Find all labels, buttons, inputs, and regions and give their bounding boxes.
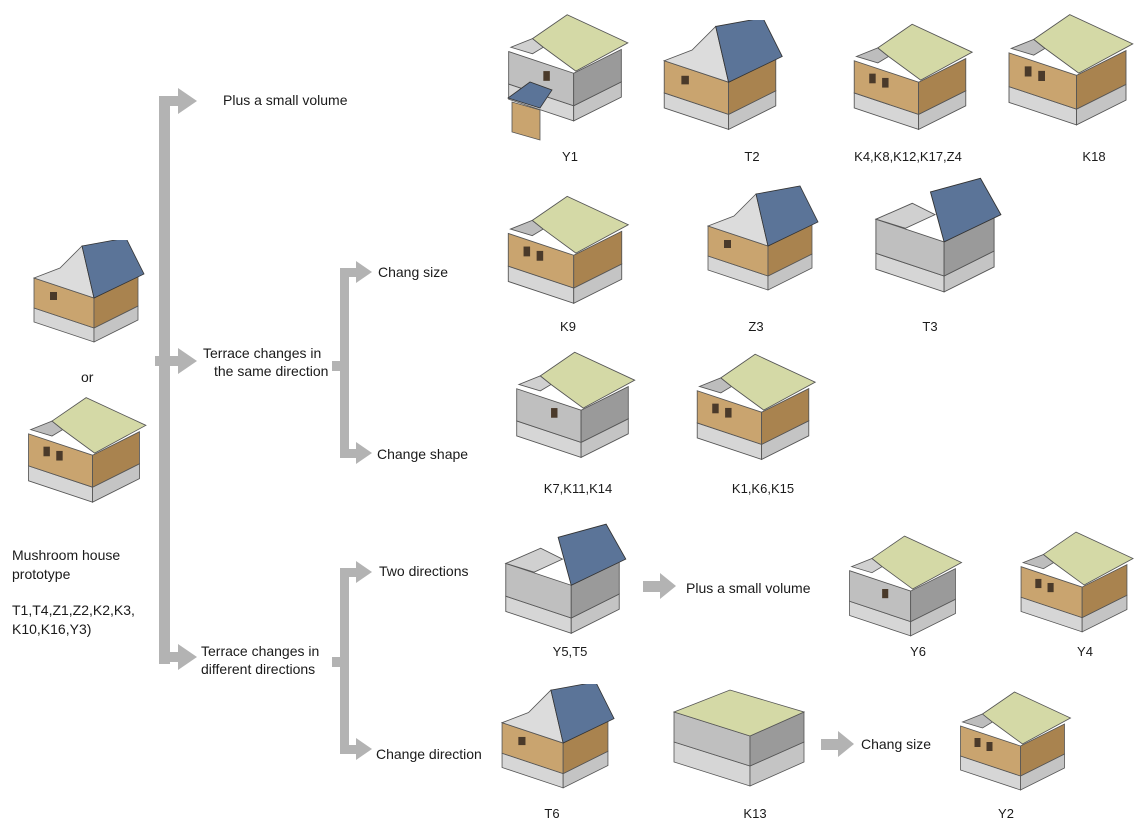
arrow-two-dir-shaft — [340, 568, 357, 577]
code-t2: T2 — [744, 149, 760, 164]
house-y2 — [959, 691, 1072, 791]
arrow-k13-chang-size-head — [838, 731, 854, 757]
arrow-diff-dir-head — [178, 644, 197, 670]
prototype-or-text: or — [81, 369, 94, 385]
code-y4: Y4 — [1077, 644, 1093, 659]
code-z3: Z3 — [748, 319, 764, 334]
prototype-codes-line2: K10,K16,Y3) — [12, 621, 92, 637]
house-t6 — [501, 684, 615, 789]
house-y6 — [848, 535, 963, 637]
arrow-y5-small-volume-shaft — [643, 581, 661, 592]
arrow-change-shape-shaft — [340, 449, 357, 458]
house-y1 — [508, 14, 629, 122]
branch-small-volume: Plus a small volume — [223, 92, 348, 108]
diff-dir-connector — [332, 657, 342, 667]
house-k1-group — [696, 353, 816, 460]
branch-same-dir-line2: the same direction — [214, 363, 329, 379]
code-y5t5: Y5,T5 — [552, 644, 588, 659]
arrow-chang-size-shaft — [340, 268, 357, 277]
code-y2: Y2 — [998, 806, 1014, 821]
branch-two-dir-small-volume: Plus a small volume — [686, 580, 811, 596]
arrow-change-shape-head — [356, 442, 372, 464]
house-y4 — [1020, 531, 1134, 633]
house-prototype-blue — [33, 240, 145, 343]
branch-two-directions: Two directions — [379, 563, 469, 579]
house-k4-group — [853, 23, 973, 130]
prototype-caption-line1: Mushroom house — [12, 547, 121, 563]
code-t3: T3 — [922, 319, 938, 334]
branch-diff-dir-line2: different directions — [201, 661, 316, 677]
arrow-diff-dir-shaft — [159, 652, 179, 662]
code-y6: Y6 — [910, 644, 926, 659]
house-illustrations — [27, 14, 1134, 791]
house-t2 — [663, 20, 783, 131]
code-k18: K18 — [1082, 149, 1106, 164]
arrow-same-dir-head — [178, 348, 197, 374]
code-k13: K13 — [743, 806, 767, 821]
arrow-change-direction-shaft — [340, 745, 357, 754]
house-k13 — [673, 689, 805, 787]
branch-same-dir-line1: Terrace changes in — [203, 345, 322, 361]
branch-diff-dir-line1: Terrace changes in — [201, 643, 320, 659]
house-y5t5 — [505, 523, 627, 634]
branch-chang-size: Chang size — [378, 264, 449, 280]
house-k9 — [507, 195, 629, 304]
prototype-caption-line2: prototype — [12, 566, 71, 582]
house-k18 — [1008, 14, 1134, 126]
code-k9: K9 — [560, 319, 576, 334]
diff-dir-trunk — [340, 570, 349, 753]
arrow-change-direction-head — [356, 738, 372, 760]
code-k4-group: K4,K8,K12,K17,Z4 — [854, 149, 962, 164]
house-prototype-green — [27, 397, 147, 503]
same-dir-connector — [332, 361, 342, 371]
branch-change-direction: Change direction — [376, 746, 482, 762]
house-y1-shed — [507, 81, 553, 141]
connector-arrows — [155, 88, 854, 760]
arrow-two-dir-head — [356, 561, 372, 583]
code-k7-group: K7,K11,K14 — [543, 481, 613, 496]
main-trunk — [159, 97, 170, 664]
house-z3 — [707, 185, 819, 291]
code-k1-group: K1,K6,K15 — [731, 481, 795, 496]
arrow-small-volume-shaft — [159, 96, 179, 106]
arrow-small-volume-head — [178, 88, 197, 114]
arrow-same-dir-shaft — [155, 356, 179, 366]
code-t6: T6 — [544, 806, 560, 821]
house-t3 — [875, 177, 1002, 293]
code-y1: Y1 — [562, 149, 578, 164]
house-k7-group — [516, 351, 636, 458]
same-dir-trunk — [340, 270, 349, 456]
branch-change-shape: Change shape — [377, 446, 469, 462]
arrow-y5-small-volume-head — [660, 573, 676, 599]
branch-k13-chang-size: Chang size — [861, 736, 932, 752]
prototype-codes-line1: T1,T4,Z1,Z2,K2,K3, — [12, 602, 135, 618]
arrow-k13-chang-size-shaft — [821, 739, 839, 750]
arrow-chang-size-head — [356, 261, 372, 283]
